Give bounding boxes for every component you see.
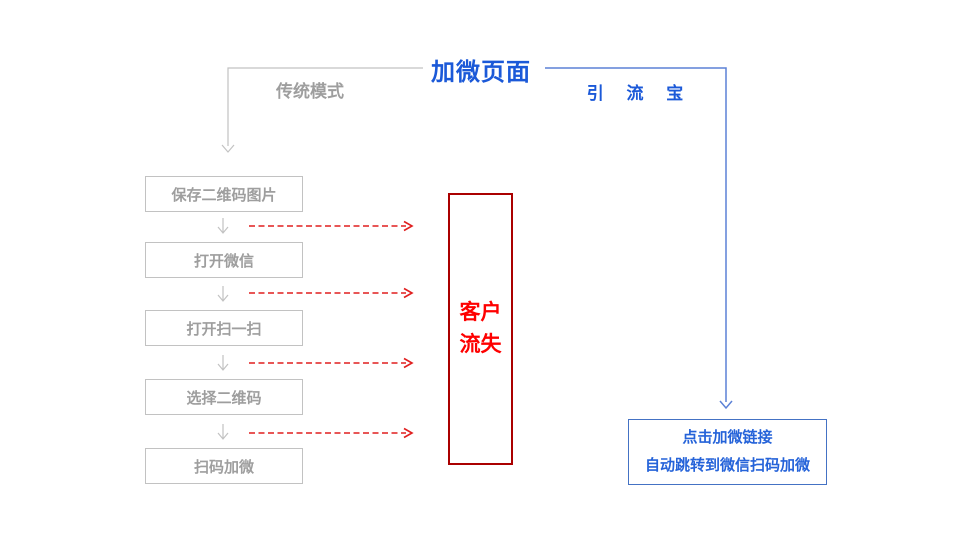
step-box-open-wechat: 打开微信: [145, 242, 303, 278]
customer-loss-line1: 客户: [459, 301, 502, 324]
page-title: 加微页面: [431, 59, 531, 86]
step-label: 选择二维码: [186, 389, 262, 407]
customer-loss-line2: 流失: [459, 333, 502, 356]
result-line1: 点击加微链接: [682, 429, 773, 446]
step-label: 扫码加微: [193, 458, 254, 476]
down-arrow-icon: [217, 218, 229, 234]
yinliubao-branch-connector: [545, 67, 733, 410]
step-label: 打开扫一扫: [186, 320, 262, 338]
yinliubao-result-box: 点击加微链接 自动跳转到微信扫码加微: [628, 419, 827, 485]
step-box-save-qr: 保存二维码图片: [145, 176, 303, 212]
down-arrow-icon: [217, 424, 229, 440]
customer-loss-dashed-arrow-icon: [249, 427, 414, 439]
customer-loss-dashed-arrow-icon: [249, 357, 414, 369]
step-box-select-qr: 选择二维码: [145, 379, 303, 415]
customer-loss-dashed-arrow-icon: [249, 287, 414, 299]
result-line2: 自动跳转到微信扫码加微: [644, 457, 810, 474]
step-box-scan-add: 扫码加微: [145, 448, 303, 484]
down-arrow-icon: [217, 355, 229, 371]
step-box-open-scan: 打开扫一扫: [145, 310, 303, 346]
step-label: 保存二维码图片: [171, 186, 277, 204]
branch-label-yinliubao: 引 流 宝: [586, 84, 693, 103]
down-arrow-icon: [217, 286, 229, 302]
customer-loss-box: 客户 流失: [448, 193, 513, 465]
branch-label-traditional: 传统模式: [276, 82, 344, 101]
step-label: 打开微信: [193, 252, 254, 270]
customer-loss-dashed-arrow-icon: [249, 220, 414, 232]
